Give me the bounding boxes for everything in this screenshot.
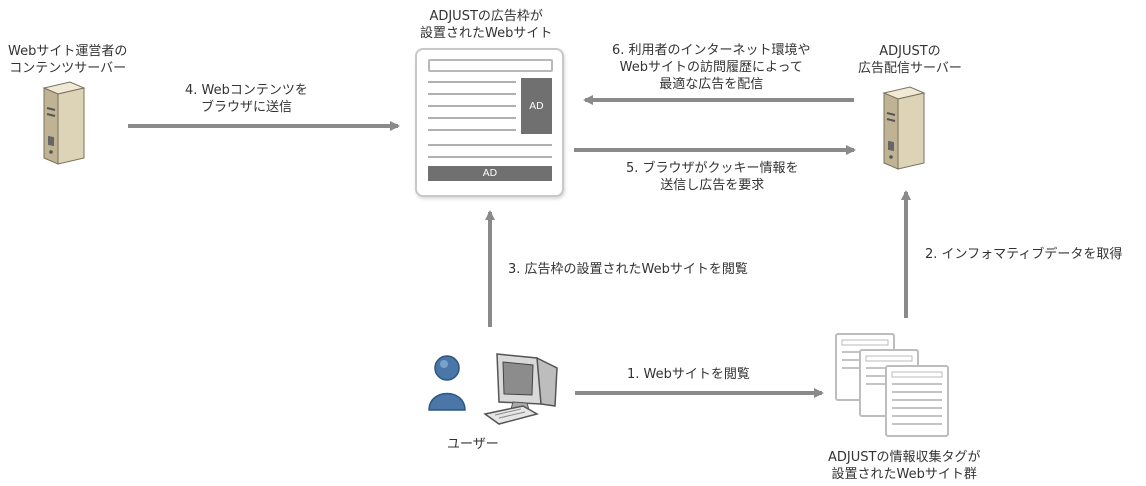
mockup-ad-bottom: AD [428, 166, 552, 181]
user-icon [428, 355, 466, 411]
step-6-label: 6. 利用者のインターネット環境や Webサイトの訪問履歴によって 最適な広告を… [612, 43, 811, 92]
step-2-label: 2. インフォマティブデータを取得 [925, 247, 1123, 262]
mockup-lines-lower [428, 144, 552, 158]
mockup-header-bar [428, 59, 553, 72]
website-mockup: AD AD [415, 48, 564, 197]
ad-site-label: ADJUSTの広告枠が 設置されたWebサイト [420, 9, 553, 41]
page-3 [885, 365, 949, 437]
document-stack-icon [835, 333, 949, 437]
ad-server-label: ADJUSTの 広告配信サーバー [858, 44, 962, 76]
content-server-label: Webサイト運営者の コンテンツサーバー [8, 44, 128, 76]
server-icon [42, 81, 86, 165]
step-3-label: 3. 広告枠の設置されたWebサイトを閲覧 [508, 262, 748, 277]
mockup-lines [428, 81, 516, 141]
server-icon [882, 86, 926, 170]
step-4-label: 4. Webコンテンツを ブラウザに送信 [185, 83, 308, 115]
mockup-ad-side: AD [521, 78, 552, 134]
user-label: ユーザー [447, 437, 499, 452]
tagged-sites-label: ADJUSTの情報収集タグが 設置されたWebサイト群 [828, 450, 981, 482]
step-1-label: 1. Webサイトを閲覧 [627, 367, 750, 382]
computer-icon [483, 353, 558, 425]
user-computer-icon [428, 353, 558, 425]
step-5-label: 5. ブラウザがクッキー情報を 送信し広告を要求 [626, 161, 799, 193]
